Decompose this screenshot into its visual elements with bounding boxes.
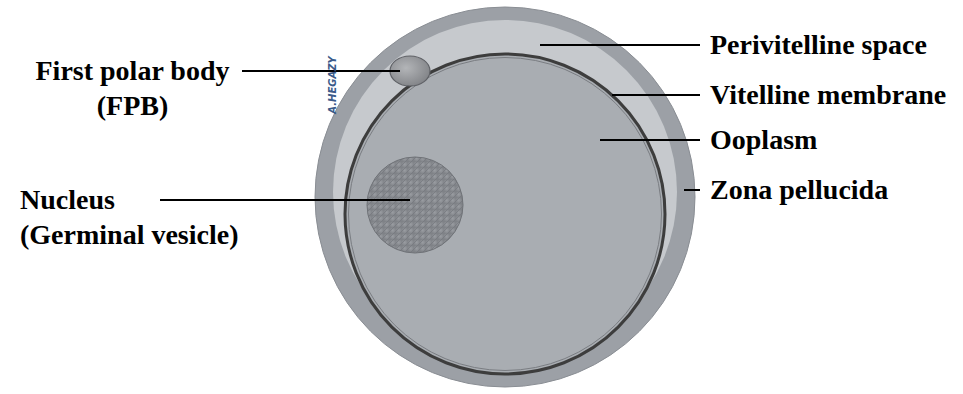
part-label: Zona pellucida [710, 172, 888, 207]
part-label: Vitelline membrane [710, 77, 946, 112]
leader-line [160, 199, 410, 201]
zona-pellucida [315, 7, 695, 387]
part-label: Ooplasm [710, 122, 817, 157]
ooplasm [345, 54, 665, 374]
part-label: First polar body (FPB) [25, 53, 240, 123]
leader-lines [160, 45, 700, 200]
leader-line [242, 70, 400, 72]
part-label: Nucleus (Germinal vesicle) [20, 182, 242, 252]
watermark: A.HEGAZY [327, 56, 339, 113]
vitelline-membrane-inner [349, 58, 662, 371]
leader-line [540, 44, 700, 46]
leader-line [600, 139, 700, 141]
part-label: Perivitelline space [710, 27, 927, 62]
leader-line [684, 189, 700, 191]
leader-line [612, 94, 700, 96]
nucleus [367, 157, 463, 253]
